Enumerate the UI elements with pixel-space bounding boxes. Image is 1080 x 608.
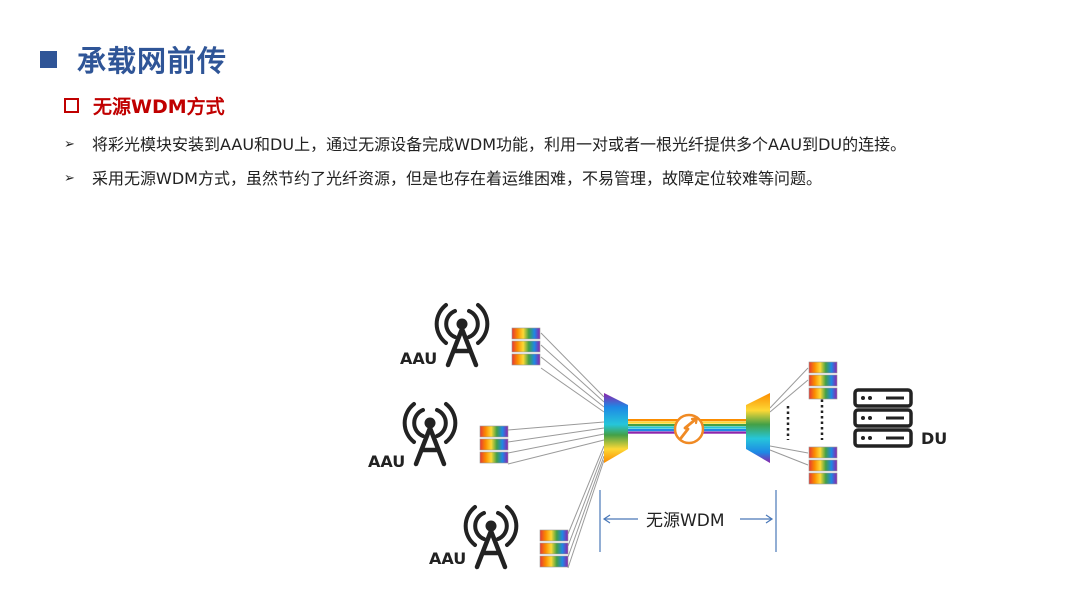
arrow-bullet-icon: ➢ xyxy=(64,171,75,186)
page-title-row: 承载网前传 xyxy=(40,38,227,80)
bullet-list: ➢ 将彩光模块安装到AAU和DU上，通过无源设备完成WDM功能，利用一对或者一根… xyxy=(64,128,1024,196)
bullet-item: ➢ 采用无源WDM方式，虽然节约了光纤资源，但是也存在着运维困难，不易管理，故障… xyxy=(64,162,1024,196)
bullet-text: 采用无源WDM方式，虽然节约了光纤资源，但是也存在着运维困难，不易管理，故障定位… xyxy=(92,169,822,188)
bullet-item: ➢ 将彩光模块安装到AAU和DU上，通过无源设备完成WDM功能，利用一对或者一根… xyxy=(64,128,1024,162)
section-subtitle: 无源WDM方式 xyxy=(93,96,225,118)
arrow-bullet-icon: ➢ xyxy=(64,137,75,152)
colored-optical-module-icon xyxy=(808,361,838,400)
title-square-icon xyxy=(40,50,57,68)
antenna-tower-icon xyxy=(405,404,456,464)
wdm-demux-right-icon xyxy=(746,393,770,463)
colored-optical-module-icon xyxy=(539,529,569,568)
wdm-mux-left-icon xyxy=(604,393,628,463)
fiber-lines xyxy=(507,332,809,569)
colored-optical-module-icon xyxy=(511,327,541,366)
checkbox-square-icon xyxy=(64,98,79,113)
antenna-tower-icon xyxy=(437,305,488,365)
wdm-span-label: 无源WDM xyxy=(646,511,725,531)
du-server-icon xyxy=(853,388,913,448)
du-label: DU xyxy=(921,429,947,448)
colored-optical-module-icon xyxy=(479,425,509,464)
aau-label: AAU xyxy=(400,349,437,368)
span-arrows xyxy=(602,514,774,524)
section-subtitle-row: 无源WDM方式 xyxy=(64,92,225,119)
colored-optical-module-icon xyxy=(808,446,838,485)
bullet-text: 将彩光模块安装到AAU和DU上，通过无源设备完成WDM功能，利用一对或者一根光纤… xyxy=(92,135,907,154)
antenna-tower-icon xyxy=(466,507,517,567)
fiber-fault-icon xyxy=(673,413,705,445)
page-title: 承载网前传 xyxy=(77,44,228,78)
aau-label: AAU xyxy=(429,549,466,568)
aau-label: AAU xyxy=(368,452,405,471)
